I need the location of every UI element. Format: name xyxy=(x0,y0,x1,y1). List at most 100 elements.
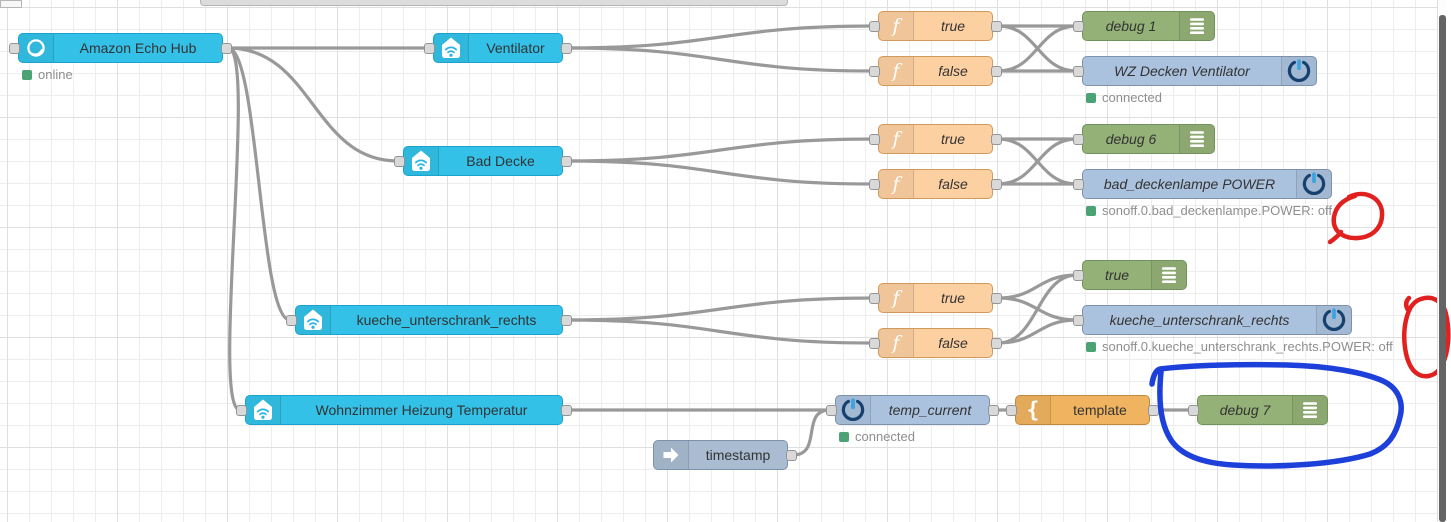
wire-bad_decke-fn_true2[interactable] xyxy=(566,137,875,163)
status-dot-icon xyxy=(839,431,849,442)
node-kueche_out[interactable]: kueche_unterschrank_rechts xyxy=(1073,305,1352,335)
node-fn_true2[interactable]: f true xyxy=(869,124,1002,154)
input-port[interactable] xyxy=(869,66,880,77)
node-echo[interactable]: Amazon Echo Hub xyxy=(9,33,232,63)
input-port[interactable] xyxy=(394,156,405,167)
wire-kueche_dev-fn_false3[interactable] xyxy=(566,318,875,345)
output-port[interactable] xyxy=(991,293,1002,304)
wire-fn_false2-debug6[interactable] xyxy=(996,137,1079,186)
smart-home-icon xyxy=(404,147,439,175)
output-port[interactable] xyxy=(1148,405,1159,416)
input-port[interactable] xyxy=(869,21,880,32)
wire-ventilator-fn_false1[interactable] xyxy=(566,46,875,73)
smart-home-icon xyxy=(434,34,469,62)
node-label: true xyxy=(940,131,966,147)
node-status: sonoff.0.bad_deckenlampe.POWER: off xyxy=(1086,203,1332,218)
input-port[interactable] xyxy=(1073,315,1084,326)
svg-text:f: f xyxy=(890,60,902,82)
node-bad_out[interactable]: bad_deckenlampe POWER xyxy=(1073,169,1332,199)
status-dot-icon xyxy=(1086,92,1096,103)
blue-circle-debug7 xyxy=(1149,361,1404,469)
node-debug1[interactable]: debug 1 xyxy=(1073,11,1244,41)
input-port[interactable] xyxy=(1006,405,1017,416)
node-debug7[interactable]: debug 7 xyxy=(1188,395,1357,425)
node-debug6[interactable]: debug 6 xyxy=(1073,124,1244,154)
node-template[interactable]: { template xyxy=(1006,395,1159,425)
horizontal-scrollbar-thumb[interactable] xyxy=(200,0,788,6)
input-port[interactable] xyxy=(236,405,247,416)
output-port[interactable] xyxy=(991,338,1002,349)
output-port[interactable] xyxy=(561,315,572,326)
debug-toggle-button[interactable] xyxy=(1216,125,1244,153)
output-port[interactable] xyxy=(991,134,1002,145)
wire-ventilator-fn_true1[interactable] xyxy=(566,24,875,50)
svg-text:f: f xyxy=(890,128,902,150)
node-bad_decke[interactable]: Bad Decke xyxy=(394,146,572,176)
input-port[interactable] xyxy=(9,43,20,54)
node-true_dbg[interactable]: true xyxy=(1073,260,1216,290)
input-port[interactable] xyxy=(869,134,880,145)
wire-kueche_dev-fn_true3[interactable] xyxy=(566,296,875,322)
output-port[interactable] xyxy=(991,179,1002,190)
input-port[interactable] xyxy=(869,293,880,304)
node-label: true xyxy=(1104,267,1130,283)
output-port[interactable] xyxy=(991,66,1002,77)
output-port[interactable] xyxy=(561,405,572,416)
svg-text:{: { xyxy=(1027,398,1040,422)
node-label: template xyxy=(1073,402,1127,418)
wire-fn_false1-debug1[interactable] xyxy=(996,24,1079,73)
output-port[interactable] xyxy=(221,43,232,54)
node-label: Amazon Echo Hub xyxy=(79,40,197,56)
wire-bad_decke-fn_false2[interactable] xyxy=(566,159,875,186)
output-port[interactable] xyxy=(561,156,572,167)
debug-toggle-button[interactable] xyxy=(1188,261,1216,289)
input-port[interactable] xyxy=(1073,134,1084,145)
wire-fn_false3-true_dbg[interactable] xyxy=(996,273,1079,345)
output-port[interactable] xyxy=(561,43,572,54)
inject-arrow-icon xyxy=(654,441,689,469)
input-port[interactable] xyxy=(1073,21,1084,32)
node-label: false xyxy=(938,335,968,351)
input-port[interactable] xyxy=(424,43,435,54)
input-port[interactable] xyxy=(1188,405,1199,416)
node-temp_current[interactable]: temp_current xyxy=(826,395,999,425)
debug-toggle-button[interactable] xyxy=(1329,396,1357,424)
output-port[interactable] xyxy=(988,405,999,416)
vertical-scrollbar-thumb[interactable] xyxy=(1439,15,1446,522)
scrollbar-corner xyxy=(0,0,22,8)
input-port[interactable] xyxy=(826,405,837,416)
node-status: online xyxy=(22,67,73,82)
power-icon xyxy=(836,396,871,424)
wire-echo-bad_decke[interactable] xyxy=(226,46,400,163)
wire-fn_false3-kueche_out[interactable] xyxy=(996,318,1079,345)
wire-echo-wohnzimmer[interactable] xyxy=(226,46,242,412)
function-icon: f xyxy=(879,125,914,153)
debug-list-icon xyxy=(1179,12,1214,40)
debug-toggle-button[interactable] xyxy=(1216,12,1244,40)
wire-echo-kueche_dev[interactable] xyxy=(226,46,292,322)
output-port[interactable] xyxy=(991,21,1002,32)
input-port[interactable] xyxy=(286,315,297,326)
node-wohnzimmer[interactable]: Wohnzimmer Heizung Temperatur xyxy=(236,395,572,425)
node-label: debug 7 xyxy=(1219,402,1271,418)
input-port[interactable] xyxy=(869,179,880,190)
input-port[interactable] xyxy=(869,338,880,349)
node-ventilator[interactable]: Ventilator xyxy=(424,33,572,63)
output-port[interactable] xyxy=(786,450,797,461)
input-port[interactable] xyxy=(1073,270,1084,281)
node-kueche_dev[interactable]: kueche_unterschrank_rechts xyxy=(286,305,572,335)
wire-timestamp-temp_current[interactable] xyxy=(791,408,832,457)
inject-button[interactable] xyxy=(627,444,652,468)
input-port[interactable] xyxy=(1073,66,1084,77)
input-port[interactable] xyxy=(1073,179,1084,190)
node-timestamp[interactable]: timestamp xyxy=(627,440,797,470)
function-icon: f xyxy=(879,12,914,40)
template-brace-icon: { xyxy=(1016,396,1051,424)
node-wz_out[interactable]: WZ Decken Ventilator xyxy=(1073,56,1317,86)
debug-list-icon xyxy=(1179,125,1214,153)
